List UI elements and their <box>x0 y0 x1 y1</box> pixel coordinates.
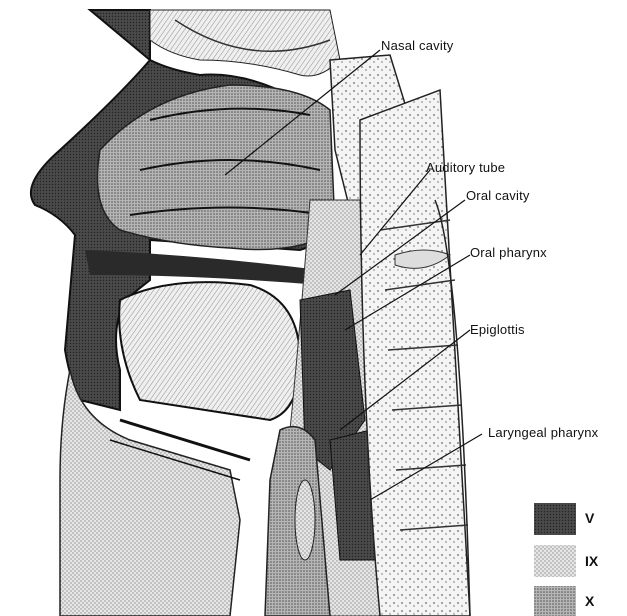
legend-swatch-x <box>534 586 576 616</box>
legend-label-v: V <box>585 510 594 526</box>
legend-swatch-v <box>534 503 576 535</box>
legend-label-ix: IX <box>585 553 598 569</box>
legend-swatch-ix <box>534 545 576 577</box>
label-nasal-cavity: Nasal cavity <box>381 38 453 53</box>
label-laryngeal-pharynx: Laryngeal pharynx <box>488 425 598 440</box>
tongue <box>119 282 300 420</box>
label-oral-pharynx: Oral pharynx <box>470 245 547 260</box>
label-auditory-tube: Auditory tube <box>426 160 505 175</box>
label-oral-cavity: Oral cavity <box>466 188 530 203</box>
legend-label-x: X <box>585 593 594 609</box>
label-epiglottis: Epiglottis <box>470 322 525 337</box>
